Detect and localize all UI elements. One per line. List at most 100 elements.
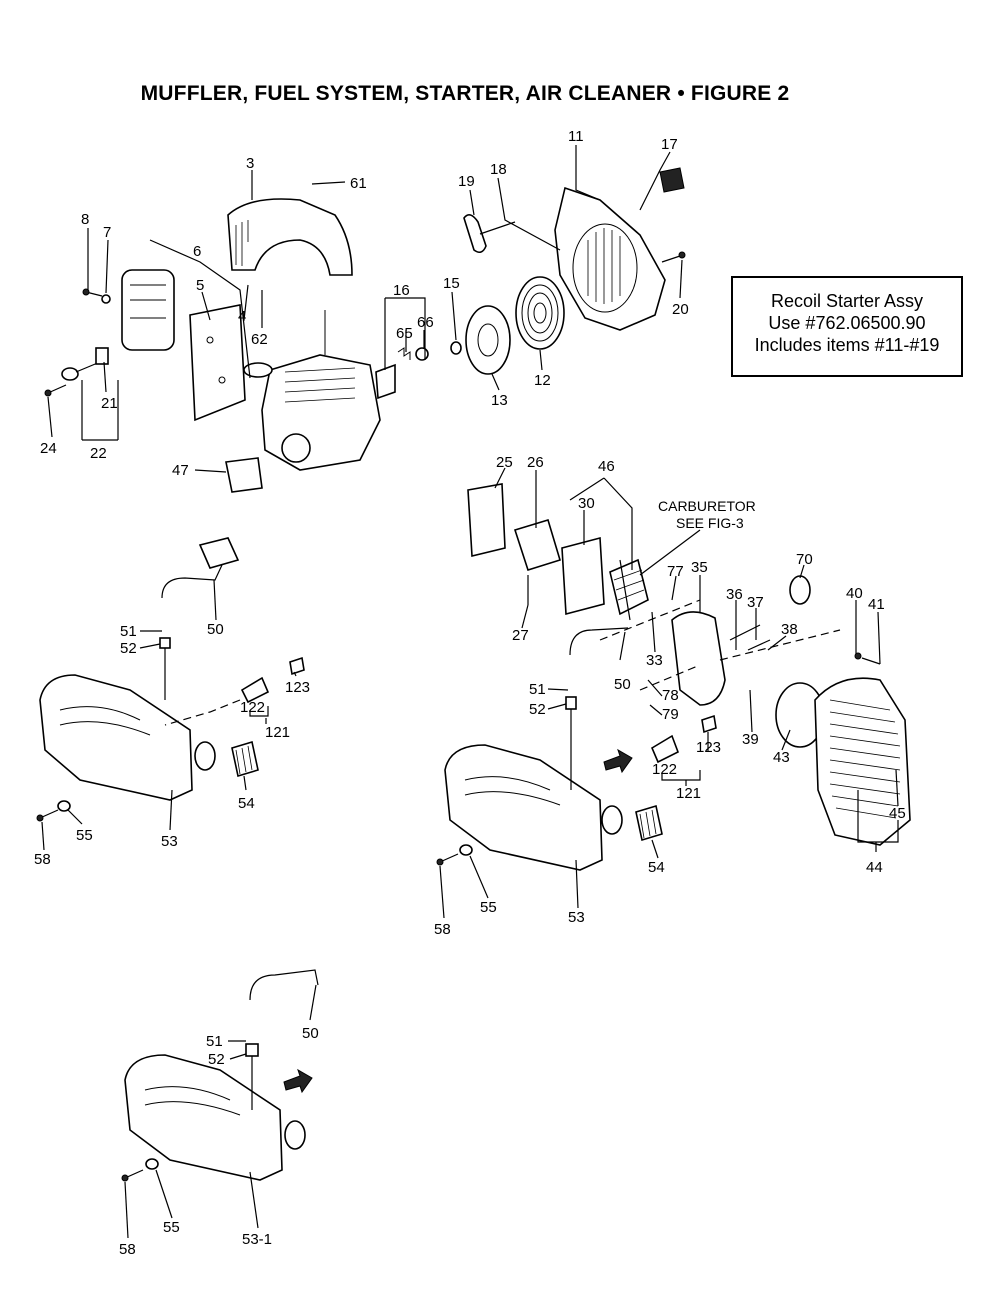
callout-19: 19 xyxy=(458,173,475,190)
callout-bottom-58: 58 xyxy=(119,1241,136,1258)
callout-40: 40 xyxy=(846,585,863,602)
air-cleaner-base-part xyxy=(671,611,726,706)
callout-43: 43 xyxy=(773,749,790,766)
callout-18: 18 xyxy=(490,161,507,178)
fuel-cap-left-part xyxy=(231,740,259,778)
screw-41-part xyxy=(854,652,881,665)
callout-17: 17 xyxy=(661,136,678,153)
insulator-26-part xyxy=(513,519,561,605)
callout-16: 16 xyxy=(393,282,410,299)
callout-left-55: 55 xyxy=(76,827,93,844)
callout-left-123: 123 xyxy=(285,679,310,696)
bolts-left-part xyxy=(36,800,71,822)
callout-30: 30 xyxy=(578,495,595,512)
recoil-spring-part xyxy=(515,276,565,350)
carburetor-label-line-1: CARBURETOR xyxy=(658,498,756,514)
callout-bottom-53-1: 53-1 xyxy=(242,1231,272,1248)
callout-66: 66 xyxy=(417,314,434,331)
fuel-tank-right-part xyxy=(444,744,623,871)
callout-70: 70 xyxy=(796,551,813,568)
fuel-line-left-part xyxy=(161,537,240,599)
callout-20: 20 xyxy=(672,301,689,318)
callout-right-51: 51 xyxy=(529,681,546,698)
callout-left-54: 54 xyxy=(238,795,255,812)
callout-47: 47 xyxy=(172,462,189,479)
callout-27: 27 xyxy=(512,627,529,644)
gasket-part xyxy=(243,362,273,378)
callout-right-52: 52 xyxy=(529,701,546,718)
callout-left-122: 122 xyxy=(240,699,265,716)
bolts-right-part xyxy=(436,844,473,866)
callout-26: 26 xyxy=(527,454,544,471)
callout-5: 5 xyxy=(196,277,204,294)
callout-right-54: 54 xyxy=(648,859,665,876)
callout-41: 41 xyxy=(868,596,885,613)
carburetor-part xyxy=(609,558,649,616)
starter-housing-part xyxy=(554,186,666,331)
recoil-starter-note: Recoil Starter Assy Use #762.06500.90 In… xyxy=(731,276,963,377)
callout-45: 45 xyxy=(889,805,906,822)
callout-24: 24 xyxy=(40,440,57,457)
callout-36: 36 xyxy=(726,586,743,603)
callout-38: 38 xyxy=(781,621,798,638)
air-cleaner-cover-part xyxy=(814,677,911,846)
cylinder-cover-part xyxy=(227,198,353,276)
callout-right-123: 123 xyxy=(696,739,721,756)
callout-15: 15 xyxy=(443,275,460,292)
callout-bottom-50: 50 xyxy=(302,1025,319,1042)
callout-6: 6 xyxy=(193,243,201,260)
plate-25-part xyxy=(467,483,506,558)
grommet-part xyxy=(659,167,685,193)
callout-bottom-52: 52 xyxy=(208,1051,225,1068)
callout-right-121: 121 xyxy=(676,785,701,802)
callout-bottom-55: 55 xyxy=(163,1219,180,1236)
callout-39: 39 xyxy=(742,731,759,748)
callout-right-53: 53 xyxy=(568,909,585,926)
note-line-2: Use #762.06500.90 xyxy=(768,313,926,333)
muffler-part xyxy=(121,269,175,351)
callout-11: 11 xyxy=(568,128,584,145)
callout-65: 65 xyxy=(396,325,413,342)
callout-78: 78 xyxy=(662,687,679,704)
filter-left-part xyxy=(159,637,171,700)
callout-77: 77 xyxy=(667,563,684,580)
arrow-alt-part xyxy=(283,1068,313,1094)
callout-3: 3 xyxy=(246,155,254,172)
callout-44: 44 xyxy=(866,859,883,876)
callout-bottom-51: 51 xyxy=(206,1033,223,1050)
callout-46: 46 xyxy=(598,458,615,475)
callout-right-55: 55 xyxy=(480,899,497,916)
callout-62: 62 xyxy=(251,331,268,348)
callout-33: 33 xyxy=(646,652,663,669)
bolt-8-part xyxy=(82,288,111,304)
arrow-right-part xyxy=(603,748,633,774)
callout-21: 21 xyxy=(101,395,118,412)
gasket-30-part xyxy=(561,536,605,616)
muffler-heat-shield-part xyxy=(189,304,246,422)
callout-left-58: 58 xyxy=(34,851,51,868)
muffler-bracket-part xyxy=(61,347,109,381)
fuel-line-right-part xyxy=(565,627,629,790)
callout-7: 7 xyxy=(103,224,111,241)
grommet-left-part xyxy=(240,656,305,704)
callout-4: 4 xyxy=(238,308,246,325)
callout-35: 35 xyxy=(691,559,708,576)
figure-title: MUFFLER, FUEL SYSTEM, STARTER, AIR CLEAN… xyxy=(140,82,790,105)
pulley-part xyxy=(450,305,511,375)
starter-handle-part xyxy=(463,214,516,254)
bolts-alt-part xyxy=(121,1158,159,1182)
note-line-3: Includes items #11-#19 xyxy=(754,335,940,355)
insulator-part xyxy=(194,457,263,493)
fuel-line-alt-part xyxy=(245,969,319,1110)
carburetor-label-line-2: SEE FIG-3 xyxy=(676,515,744,531)
callout-right-50: 50 xyxy=(614,676,631,693)
callout-61: 61 xyxy=(350,175,367,192)
bolt-20-part xyxy=(661,251,686,263)
pawl-part xyxy=(375,347,429,400)
callout-left-52: 52 xyxy=(120,640,137,657)
callout-left-50: 50 xyxy=(207,621,224,638)
callout-left-53: 53 xyxy=(161,833,178,850)
leader-lines xyxy=(41,145,899,1239)
callout-13: 13 xyxy=(491,392,508,409)
